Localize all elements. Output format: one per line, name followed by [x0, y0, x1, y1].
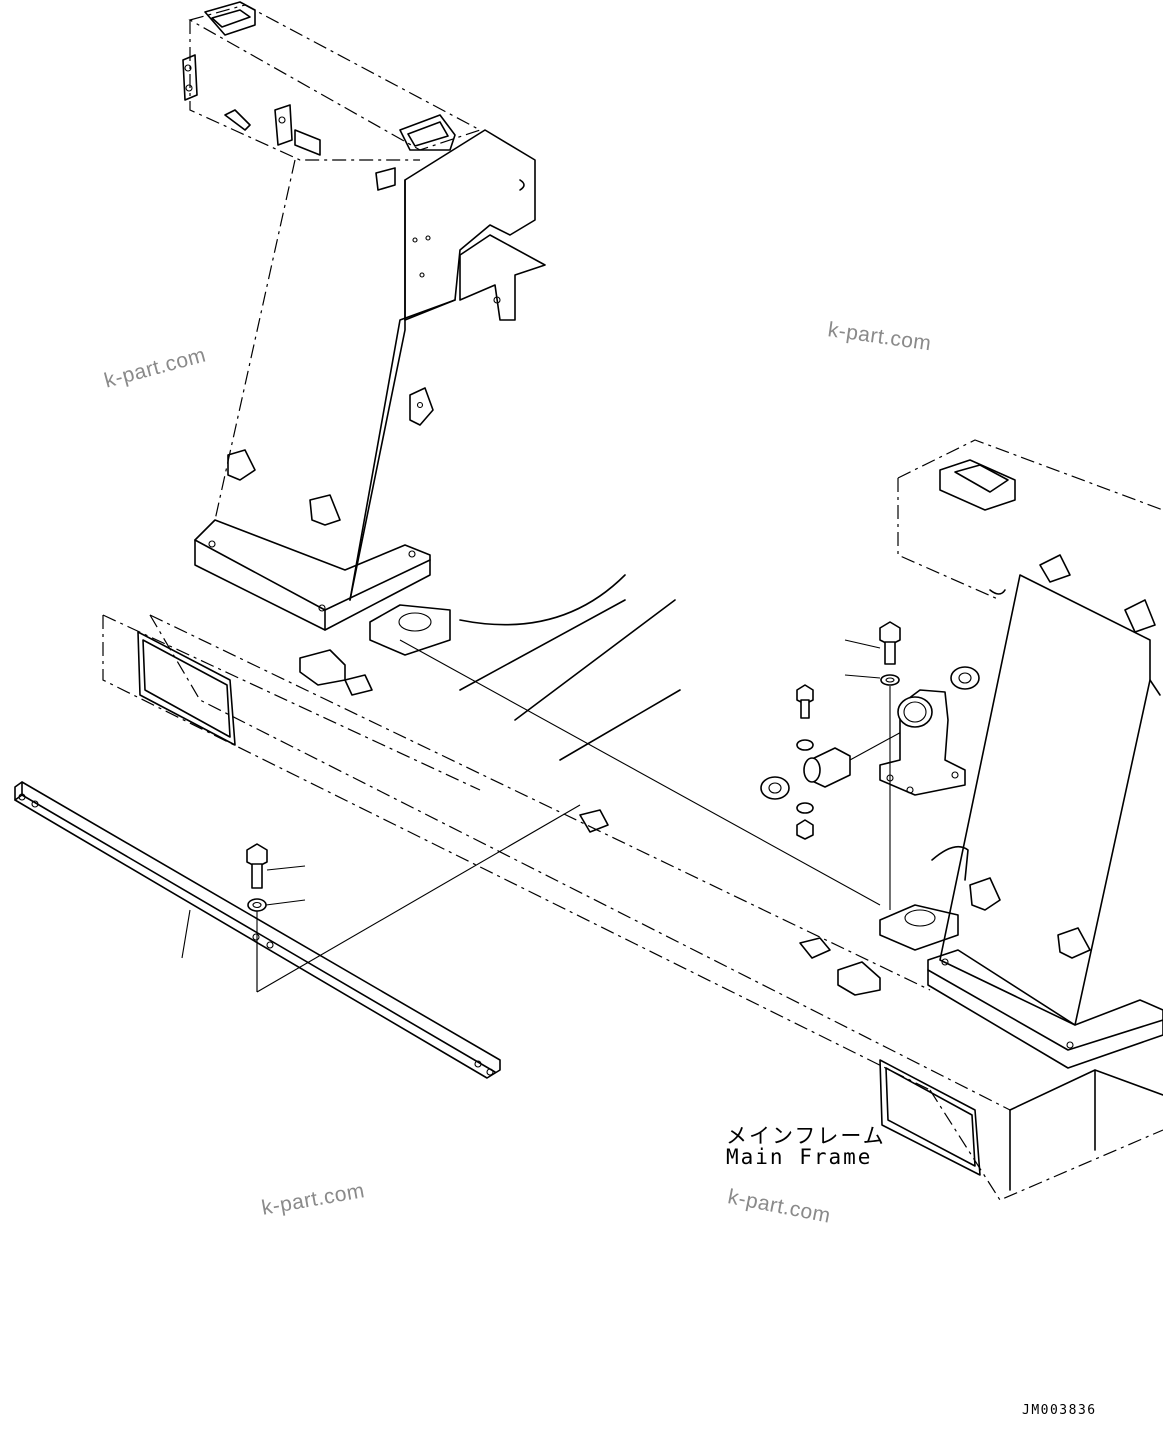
- main-frame-body: [102, 574, 1163, 1201]
- part-label-japanese: メインフレーム: [726, 1124, 886, 1148]
- part-label-english: Main Frame: [726, 1145, 873, 1169]
- drawing-number: JM003836: [1022, 1403, 1097, 1418]
- bolt-assembly-left: [246, 804, 581, 993]
- stay-bar: [14, 781, 501, 1079]
- left-post: [182, 1, 546, 631]
- bolt-assembly-right: [399, 621, 980, 910]
- right-post: [879, 439, 1163, 1069]
